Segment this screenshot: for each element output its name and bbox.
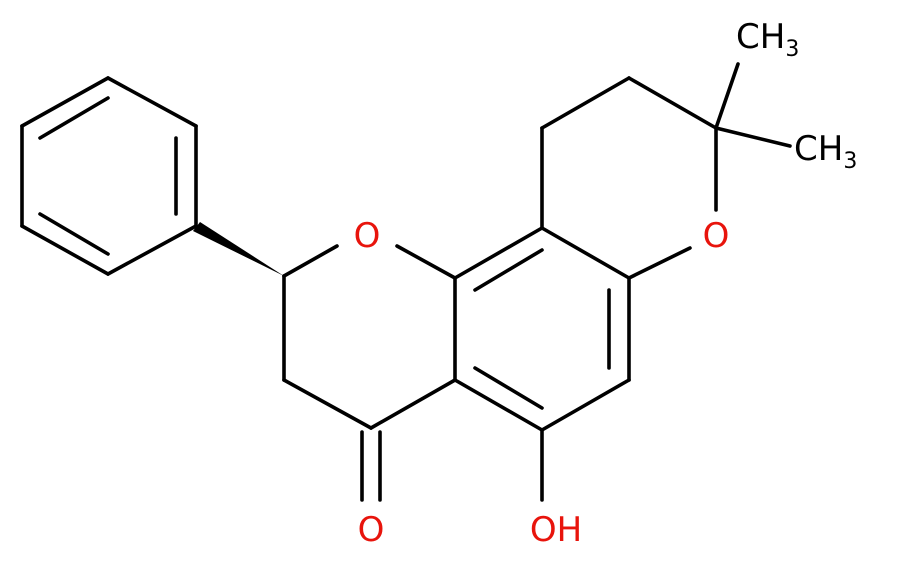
bond <box>282 244 339 278</box>
bonds <box>20 62 792 502</box>
bond <box>20 224 110 276</box>
bond <box>473 248 544 292</box>
methyl-label: CH3 <box>736 17 799 62</box>
bond <box>282 378 373 430</box>
bond <box>627 246 692 280</box>
bond <box>714 62 740 130</box>
bond <box>106 224 198 276</box>
methyl-label-main: CH <box>794 129 843 169</box>
bond <box>540 226 631 280</box>
bond <box>20 76 110 128</box>
bond <box>395 244 457 280</box>
bond <box>540 378 631 432</box>
methyl-label-subscript: 3 <box>843 149 857 174</box>
bond <box>38 96 110 140</box>
bond <box>453 226 544 280</box>
stereo-wedge-bond <box>193 222 284 276</box>
bond <box>38 212 110 256</box>
ketone-oxygen-label: O <box>358 510 385 550</box>
bond <box>369 378 457 430</box>
methyl-label: CH3 <box>794 129 857 174</box>
bond <box>627 76 718 130</box>
bond <box>714 126 792 148</box>
methyl-label-subscript: 3 <box>785 37 799 62</box>
ring-oxygen-label: O <box>703 216 730 256</box>
atom-labels: O O O OH CH3 CH3 <box>354 17 858 550</box>
hydroxyl-label: OH <box>530 510 582 550</box>
bond <box>540 76 631 130</box>
methyl-label-main: CH <box>736 17 785 57</box>
bond <box>106 76 198 128</box>
bond <box>473 366 544 410</box>
bond <box>453 378 544 432</box>
ring-oxygen-label: O <box>354 216 381 256</box>
